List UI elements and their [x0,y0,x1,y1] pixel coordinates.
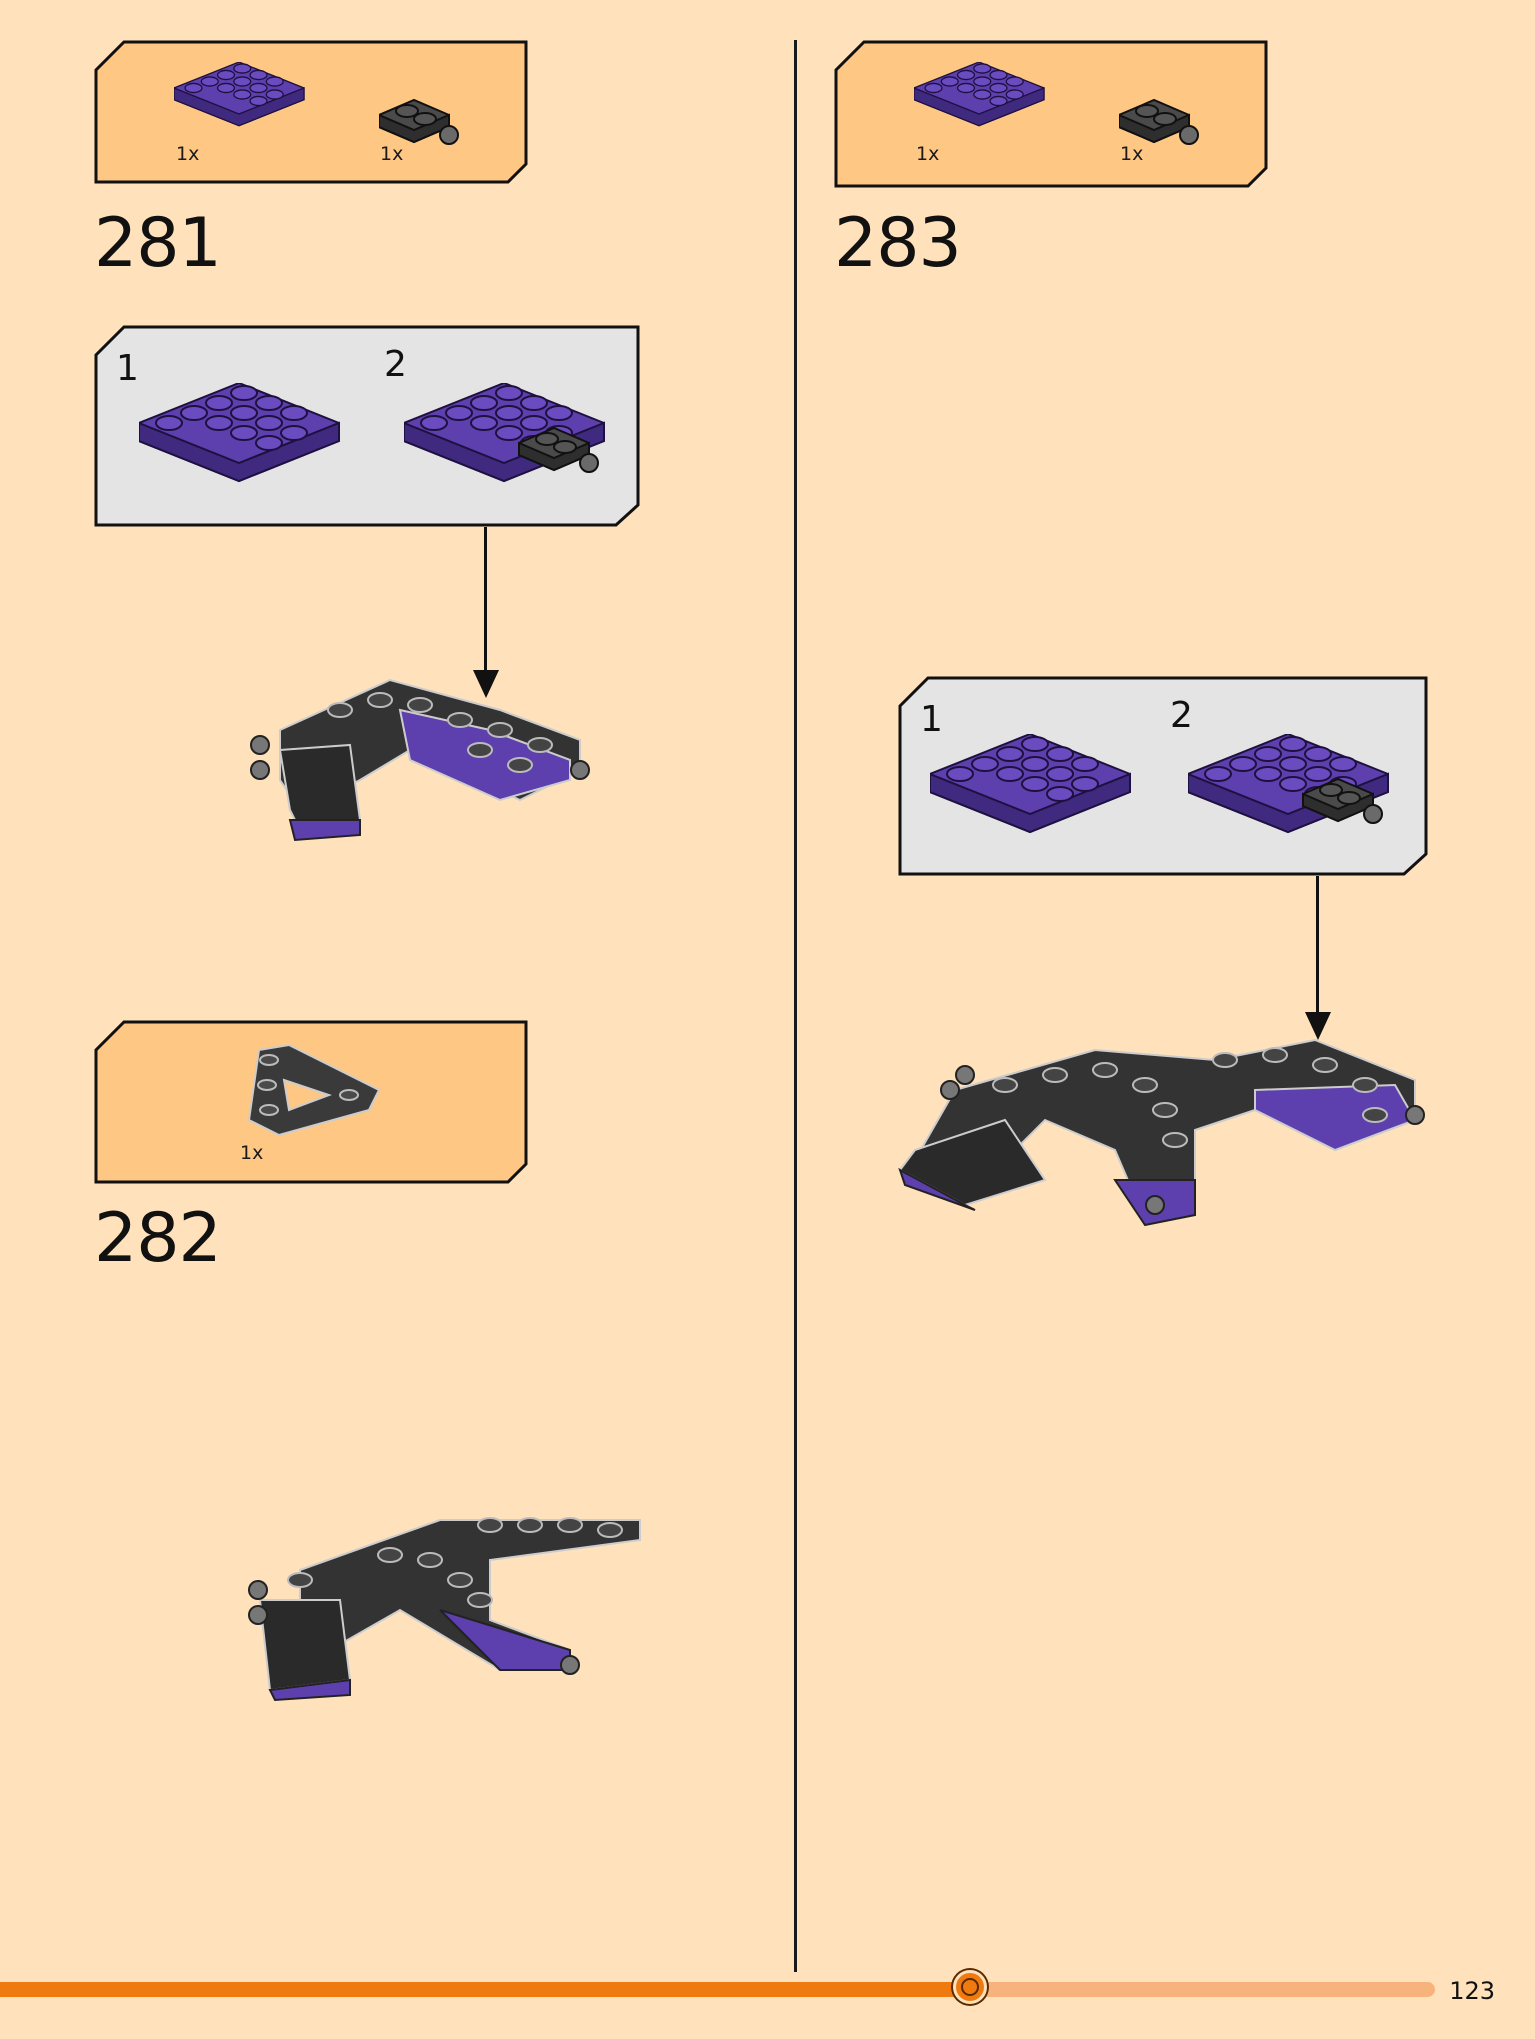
part-qty: 1x [916,143,940,165]
subassembly-box-283: 1 2 [898,676,1428,876]
purple-plate-2x4-icon [174,62,305,127]
parts-box-282: 1x [94,1020,528,1184]
arrow-down-icon [1305,1012,1331,1040]
substep-label: 1 [920,699,943,740]
page-number: 123 [1449,1977,1495,2005]
plate-with-clip-icon [1188,734,1389,833]
part-qty: 1x [380,143,404,165]
parts-box-281: 1x 1x [94,40,528,184]
arrow-line [484,527,487,677]
part-qty: 1x [176,143,200,165]
arrow-down-icon [473,670,499,698]
part-qty: 1x [1120,143,1144,165]
substep-label: 2 [384,344,407,385]
dark-gray-wedge-plate-icon [247,1043,381,1137]
assembled-model-281 [250,679,590,841]
step-number: 281 [94,204,222,283]
purple-plate-2x4-icon [930,734,1131,833]
progress-bar [0,1982,1435,1997]
arrow-line [1316,876,1319,1016]
assembled-model-283 [898,1038,1425,1227]
plate-with-clip-icon [404,383,605,482]
parts-box-283: 1x 1x [834,40,1268,188]
step-number: 282 [94,1199,222,1278]
assembled-model-282 [248,1517,641,1702]
progress-marker-icon [953,1970,987,2004]
step-number: 283 [834,204,962,283]
progress-fill [0,1982,970,1997]
substep-label: 2 [1170,695,1193,736]
substep-label: 1 [116,348,139,389]
part-qty: 1x [240,1142,264,1164]
purple-plate-2x4-icon [139,383,340,482]
subassembly-box-281: 1 2 [94,325,640,527]
purple-plate-2x4-icon [914,62,1045,127]
column-divider [794,40,797,1972]
